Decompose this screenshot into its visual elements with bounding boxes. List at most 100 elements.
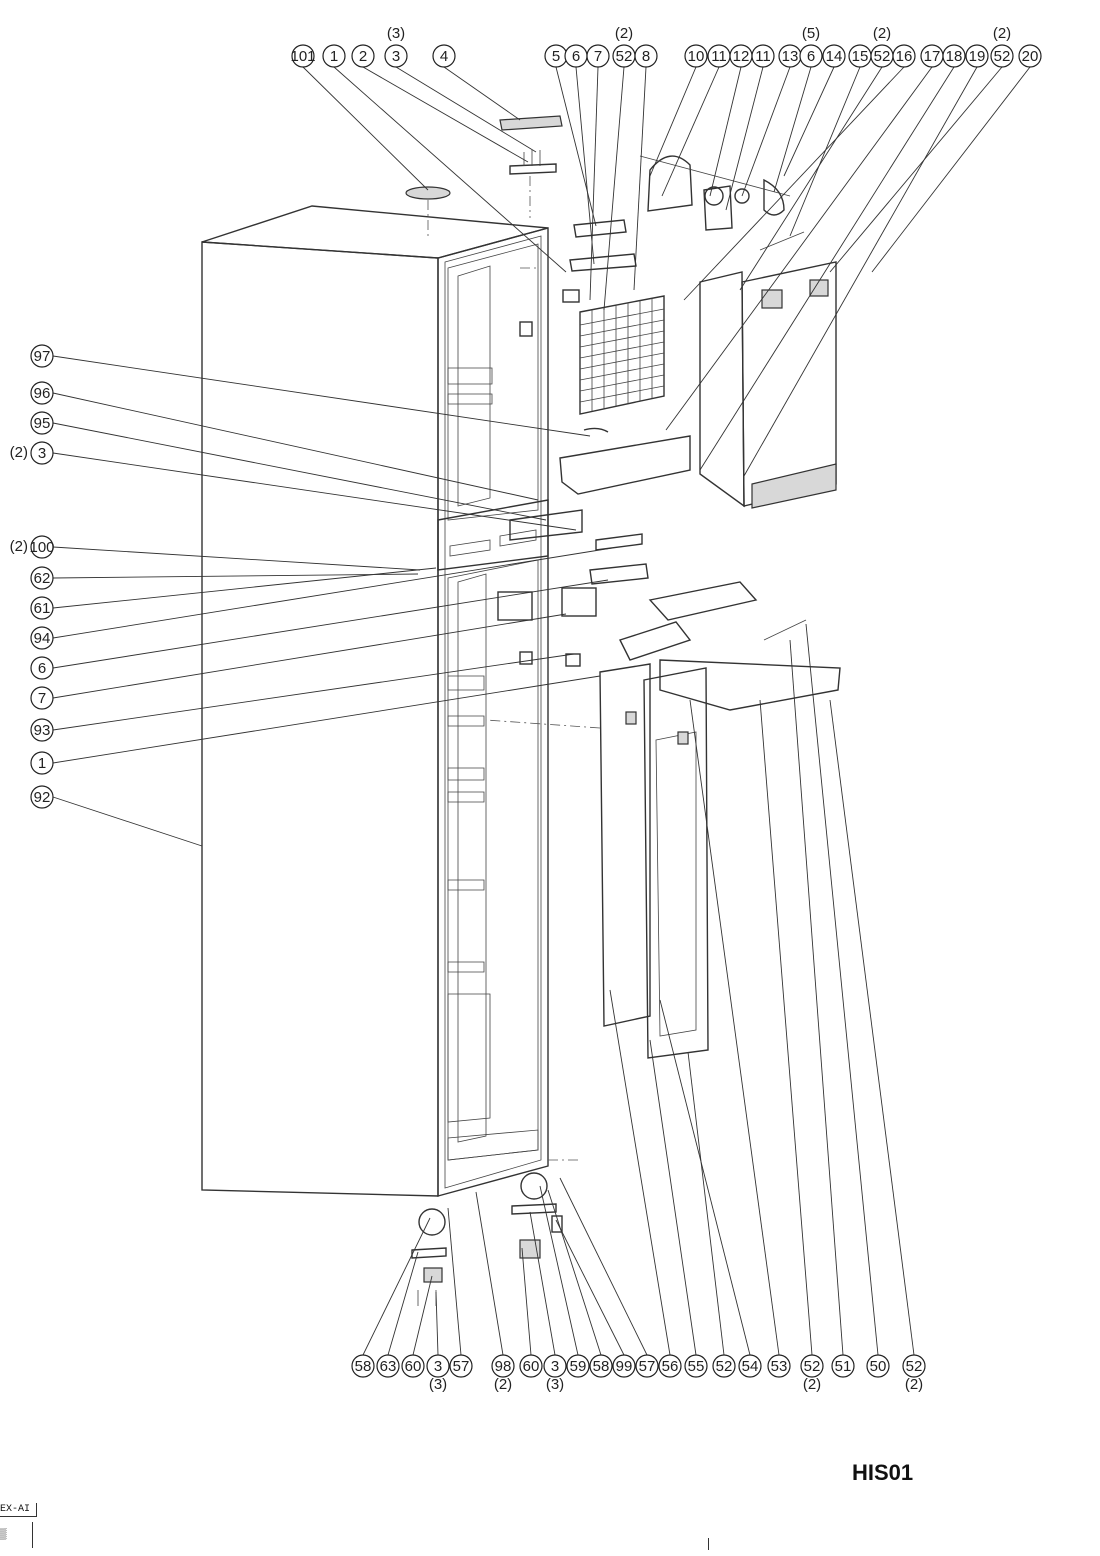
leader-line-96	[52, 392, 539, 501]
callout-label: 95	[34, 415, 51, 432]
callout-label: 93	[34, 722, 51, 739]
model-code: HIS01	[852, 1460, 914, 1485]
callout-label: 6	[38, 660, 46, 677]
leader-line-58	[362, 1217, 431, 1356]
leader-line-10	[649, 66, 697, 177]
top-cover-part	[405, 186, 451, 200]
callout-6: 6	[30, 656, 54, 680]
callout-label: 58	[355, 1358, 372, 1375]
callout-label: 92	[34, 789, 51, 806]
callout-quantity: (5)	[802, 25, 820, 42]
callout-label: 99	[616, 1358, 633, 1375]
leader-lines	[52, 66, 1031, 1356]
callout-7: 7	[30, 686, 54, 710]
callout-label: 12	[733, 48, 750, 65]
hinge-cover-part	[499, 115, 563, 131]
callout-label: 3	[551, 1358, 559, 1375]
callout-label: 7	[594, 48, 602, 65]
callout-61: 61	[30, 596, 54, 620]
callout-label: 54	[742, 1358, 759, 1375]
callout-label: 3	[38, 445, 46, 462]
leader-line-54	[659, 999, 751, 1356]
leader-line-18	[699, 66, 955, 471]
callout-label: 100	[29, 539, 54, 556]
callout-52: 52	[712, 1354, 736, 1378]
leader-line-12	[709, 66, 742, 197]
callout-label: 13	[782, 48, 799, 65]
callout-6: 6(5)	[799, 25, 823, 68]
callout-label: 59	[570, 1358, 587, 1375]
leader-line-92	[52, 796, 203, 847]
leader-line-60	[412, 1275, 433, 1356]
leader-line-3	[435, 1291, 439, 1356]
leader-line-93	[52, 653, 575, 731]
leader-line-61	[52, 567, 437, 609]
callout-label: 52	[716, 1358, 733, 1375]
callout-20: 20	[1018, 44, 1042, 68]
callout-quantity: (2)	[993, 25, 1011, 42]
leader-line-56	[609, 989, 671, 1356]
small-cover-part	[519, 219, 637, 337]
callout-label: 52	[616, 48, 633, 65]
callout-100: 100(2)	[10, 535, 55, 559]
leader-line-50	[805, 623, 879, 1356]
callout-quantity: (3)	[387, 25, 405, 42]
callout-3: 3(3)	[543, 1354, 567, 1393]
mullion-parts	[497, 509, 649, 667]
callout-quantity: (2)	[803, 1376, 821, 1393]
leader-line-101	[302, 66, 429, 191]
leader-line-4	[443, 66, 521, 121]
callout-label: 62	[34, 570, 51, 587]
callout-94: 94	[30, 626, 54, 650]
callout-55: 55	[684, 1354, 708, 1378]
callout-label: 6	[807, 48, 815, 65]
callout-label: 52	[874, 48, 891, 65]
callout-quantity: (2)	[905, 1376, 923, 1393]
leader-line-5	[555, 66, 597, 227]
callout-99: 99	[612, 1354, 636, 1378]
callout-label: 52	[906, 1358, 923, 1375]
callout-1: 1	[30, 751, 54, 775]
title-block-code: EX-AI	[0, 1503, 38, 1517]
callout-label: 11	[711, 48, 727, 65]
callout-50: 50	[866, 1354, 890, 1378]
callout-54: 54	[738, 1354, 762, 1378]
title-block-mark: ▒	[0, 1529, 7, 1541]
leader-line-53	[689, 699, 780, 1356]
callout-58: 58	[589, 1354, 613, 1378]
leader-line-7	[589, 66, 599, 301]
leader-line-95	[52, 422, 547, 521]
callout-label: 52	[994, 48, 1011, 65]
leader-line-11	[725, 66, 764, 211]
leader-line-13	[741, 66, 791, 197]
callout-label: 4	[440, 48, 448, 65]
callout-60: 60	[519, 1354, 543, 1378]
callout-57: 57	[449, 1354, 473, 1378]
leader-line-58	[547, 1189, 602, 1356]
callout-96: 96	[30, 381, 54, 405]
callout-11: 11	[707, 44, 731, 68]
callout-label: 16	[896, 48, 913, 65]
callout-label: 8	[642, 48, 650, 65]
fresh-food-air-duct-part	[599, 581, 841, 1059]
callout-label: 50	[870, 1358, 887, 1375]
freezer-air-duct-panel	[699, 231, 837, 509]
callout-56: 56	[658, 1354, 682, 1378]
callout-93: 93	[30, 718, 54, 742]
leader-line-1	[52, 675, 601, 764]
leader-line-94	[52, 547, 613, 639]
callout-label: 57	[639, 1358, 656, 1375]
top-hinge-part	[509, 150, 557, 175]
callout-label: 6	[572, 48, 580, 65]
leader-line-6	[575, 66, 595, 265]
freezer-shelf-part	[559, 427, 691, 495]
callout-label: 52	[804, 1358, 821, 1375]
callout-label: 17	[924, 48, 941, 65]
callout-label: 94	[34, 630, 51, 647]
callout-59: 59	[566, 1354, 590, 1378]
callout-label: 101	[290, 48, 315, 65]
callout-14: 14	[822, 44, 846, 68]
callout-label: 18	[946, 48, 963, 65]
